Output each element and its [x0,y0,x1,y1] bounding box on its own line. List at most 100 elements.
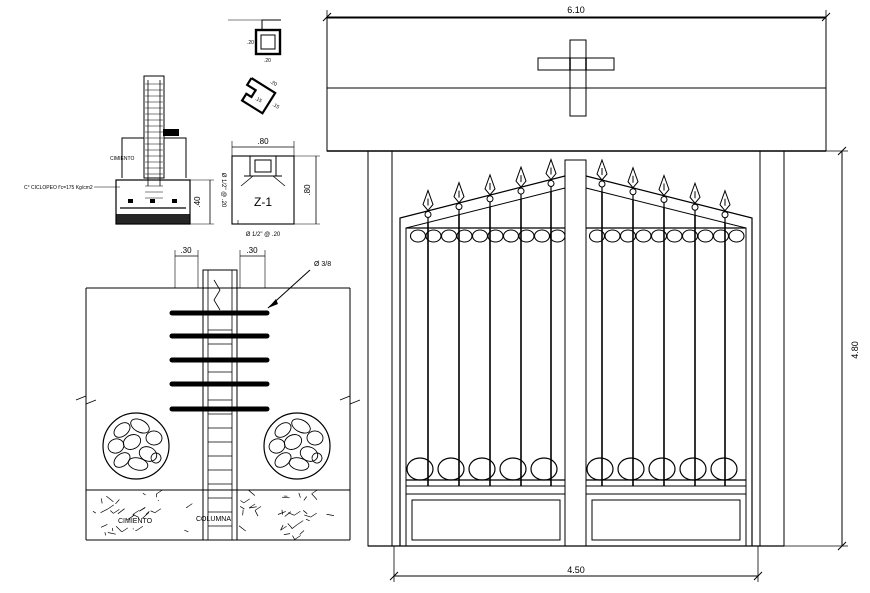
hatch-stroke [150,510,155,514]
profile-dim-c: .20 [269,79,278,88]
gate-ring [409,229,427,243]
gate-ring [440,229,458,243]
hatch-stroke [311,489,318,494]
gate-ring [712,229,730,243]
hatch-stroke [132,528,134,530]
hatch-stroke [107,532,116,535]
gate-width-label: 4.50 [567,565,585,575]
wall-cimiento-label: CIMIENTO [118,518,153,525]
center-post [564,159,587,547]
hatch-stroke [239,506,245,510]
hatch-stroke [281,496,290,499]
hatch-stroke [287,523,293,529]
profile-dim-e: .15 [254,96,263,105]
gate-ring [666,229,683,243]
spear-finial [689,181,701,216]
hatch-stroke [311,493,318,500]
hatch-stroke [142,512,150,519]
hatch-stroke [100,524,108,528]
gate-ring [471,229,489,243]
dimension-height: 4.80 [784,146,860,551]
stone [274,422,292,438]
gate-ring [549,229,566,243]
stone [299,446,319,462]
hatch-stroke [92,511,97,514]
gate-rings [406,229,745,481]
gate-ring [635,229,652,243]
profile-dim-a: .20 [247,40,254,46]
hatch-stroke [243,498,250,504]
gate-bars [427,191,726,486]
stone [122,434,142,450]
right-gate-leaf [585,175,753,546]
hatch-stroke [132,510,140,515]
gate-ring [533,229,551,243]
spear-finial [453,181,465,215]
hatch-stroke [247,489,256,496]
hatch-stroke [136,526,144,531]
foundation-hatch [92,489,335,540]
hatch-stroke [303,496,308,501]
spear-finial [658,174,670,208]
hatch-stroke [291,524,298,530]
z1-rebar-note-vertical: Ø 1/2" @ .20 [220,173,226,208]
hatch-stroke [284,511,292,517]
stone [138,446,158,462]
gate-ring [437,457,465,481]
hatch-stroke [254,506,262,511]
dimension-gate-width: 4.50 [389,546,763,582]
stone-fill-right [263,412,331,480]
stone [291,418,311,434]
stone [113,452,131,468]
hatch-stroke [283,533,291,535]
hatch-stroke [115,499,120,505]
hatch-stroke [238,525,246,532]
stone [288,457,310,471]
z1-label: Z-1 [254,195,272,209]
gate-spear-finials [422,158,731,223]
spear-finial [545,158,557,192]
footing-detail: CIMIENTO C° CICLOPEO f'c=175 Kg/cm2 .40 [24,75,214,225]
cross-ornament [537,39,615,117]
wall-detail: .30 .30 Ø 3/8 CIMIENTO COLUMNA [75,246,361,541]
hatch-stroke [121,527,129,533]
hatch-stroke [281,509,283,515]
gate-ring [710,457,738,481]
gate-ring [499,457,527,481]
hatch-stroke [101,498,103,504]
stone [127,457,149,471]
wall-columna-label: COLUMNA [196,516,231,523]
hatch-stroke [131,514,135,518]
hatch-stroke [156,489,163,495]
hatch-stroke [304,514,311,518]
hatch-stroke [104,532,107,536]
left-pillar [367,150,393,547]
hatch-stroke [249,506,257,509]
hatch-stroke [292,535,295,540]
hatch-stroke [139,506,146,512]
stone [283,434,303,450]
stone [306,430,324,446]
column-profile-angle: .20 .15 .15 [240,77,280,115]
hatch-stroke [107,504,115,510]
footing-depth-label: .40 [193,196,202,208]
profile-dim-b: .20 [264,58,271,64]
overall-width-label: 6.10 [567,5,585,15]
spear-finial [515,165,527,200]
hatch-stroke [115,525,123,533]
hatch-stroke [113,509,120,514]
hatch-stroke [288,512,295,516]
gate-ring [679,457,707,481]
stone [311,452,323,464]
lintel [326,17,827,152]
gate-ring [728,229,745,243]
gate-ring [530,457,558,481]
stone [130,418,150,434]
beam-stub [163,129,179,136]
hatch-stroke [280,524,284,531]
hatch-stroke [254,510,259,517]
wall-bar-note: Ø 3/8 [314,261,331,268]
gate-ring [406,457,434,481]
